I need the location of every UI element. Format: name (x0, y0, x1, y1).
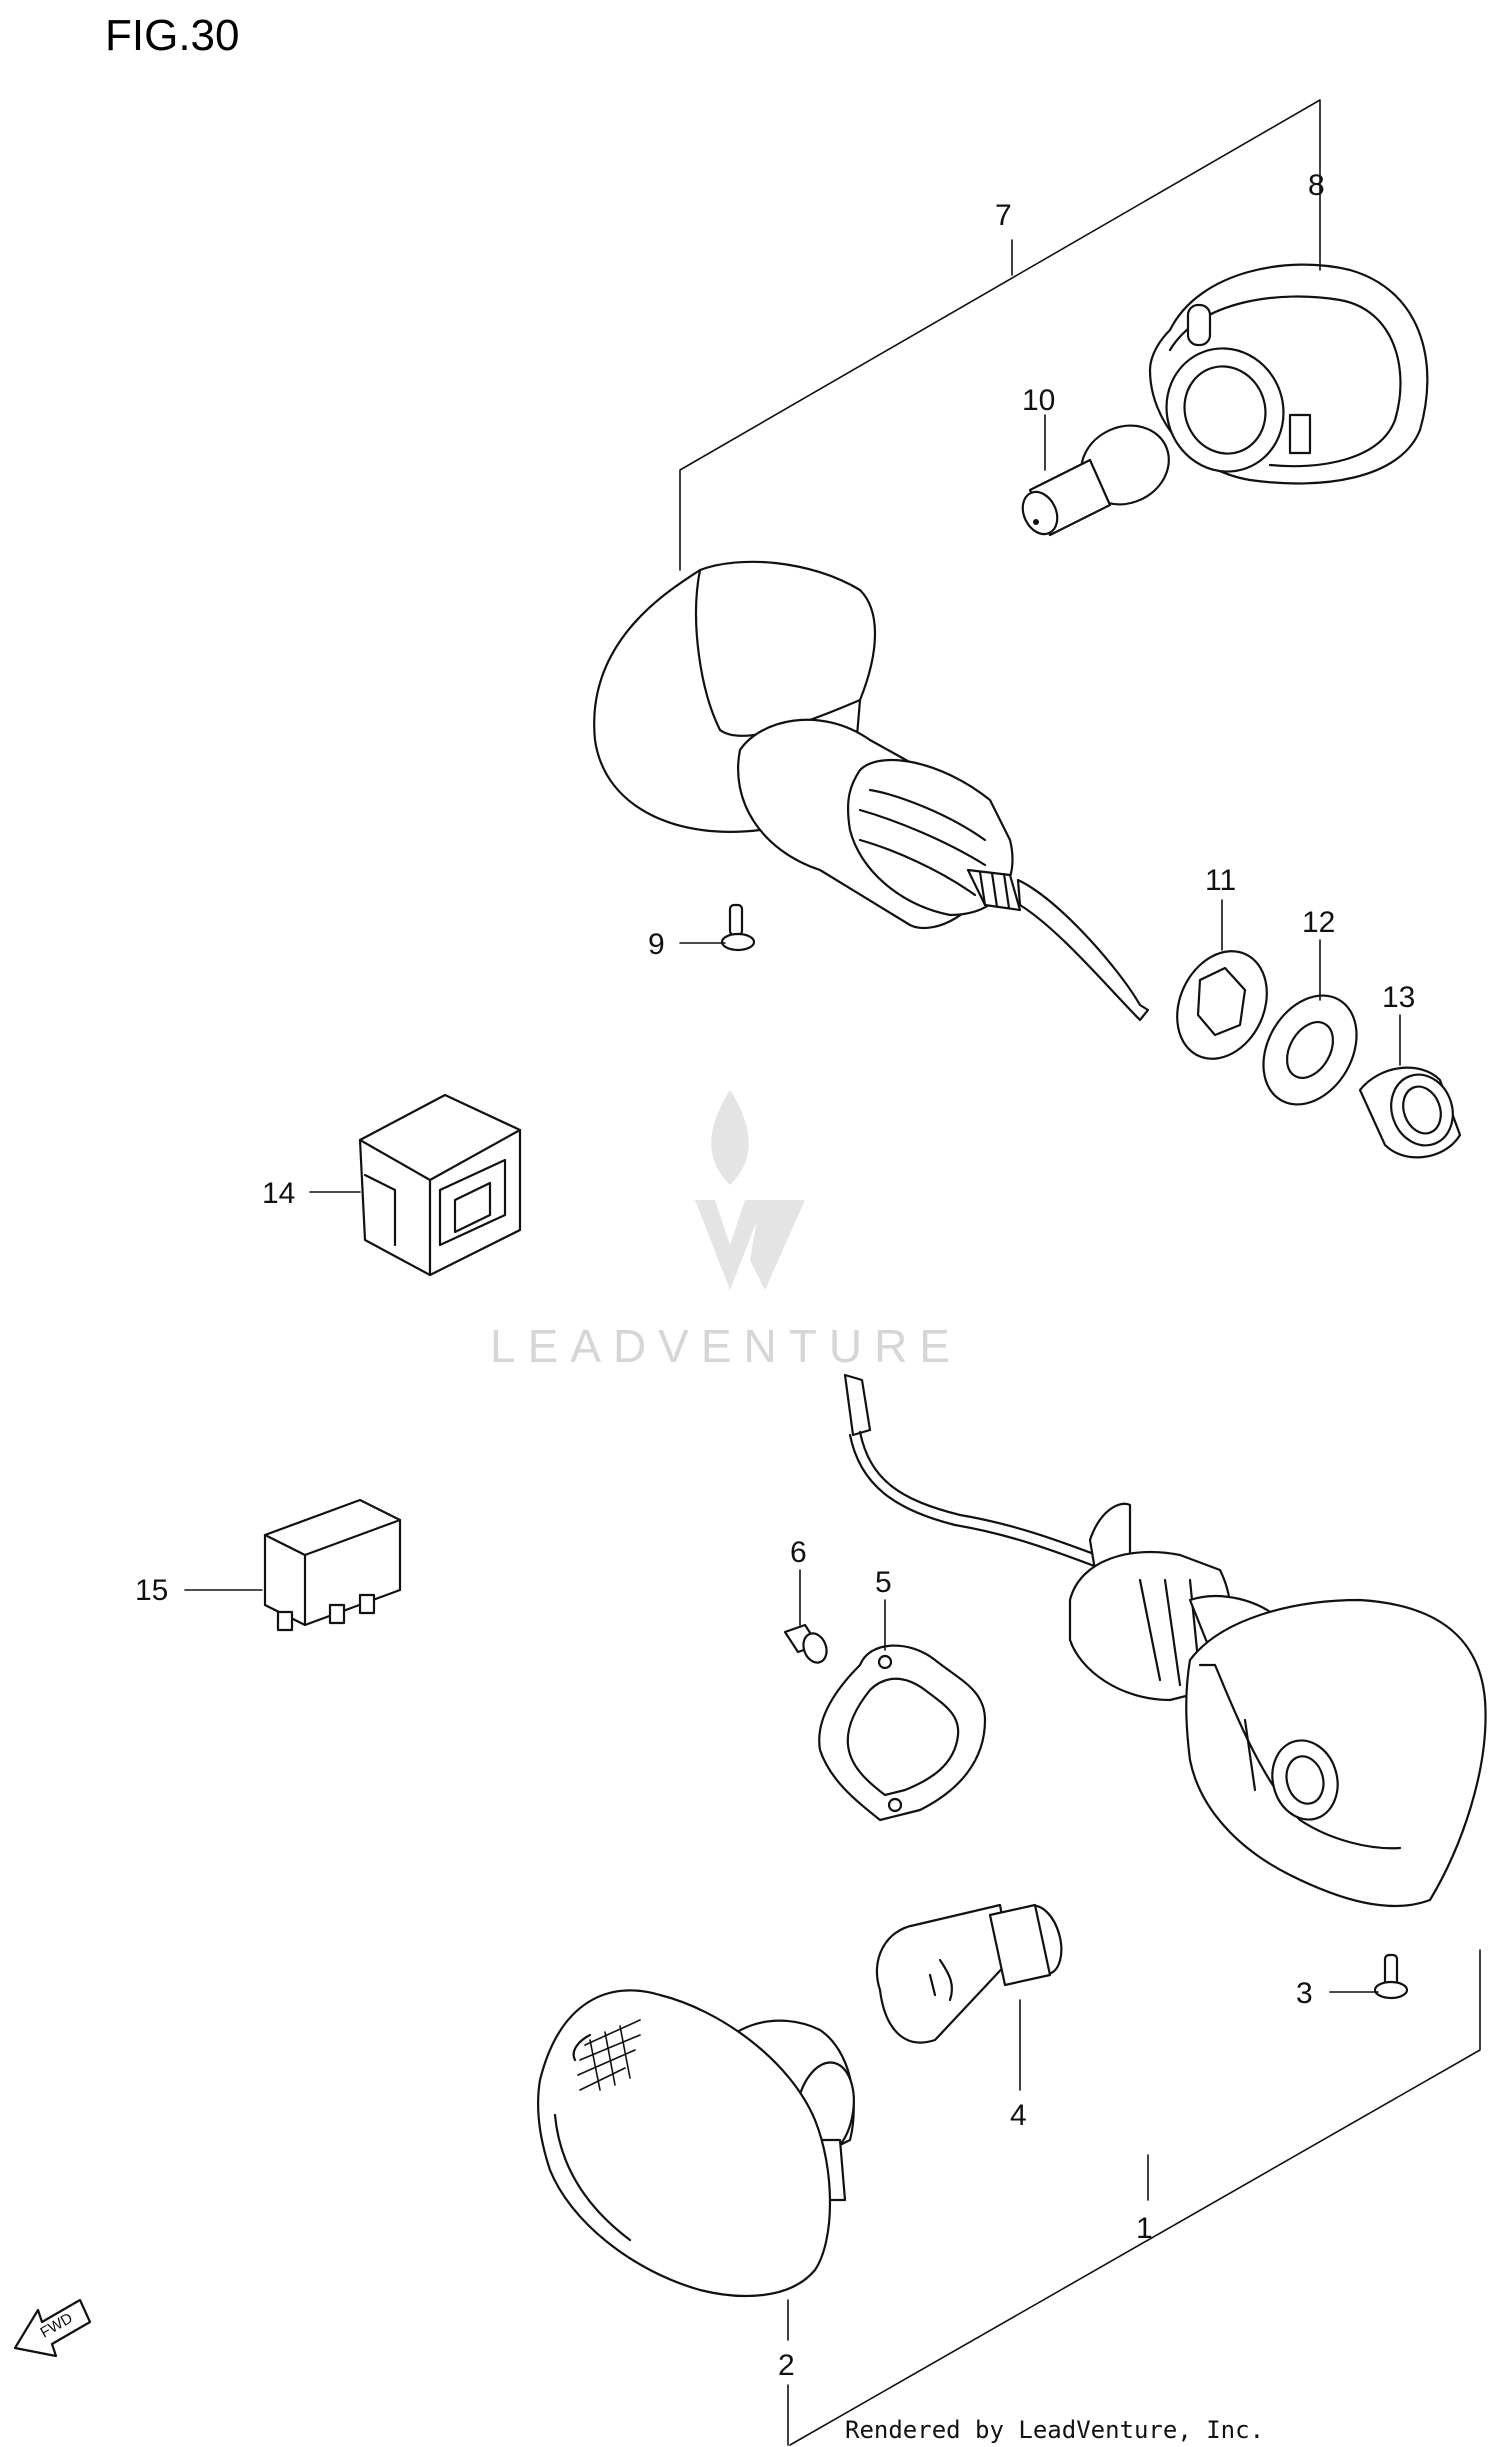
callout-5: 5 (875, 1566, 892, 1599)
callout-8: 8 (1308, 169, 1325, 202)
upper-housing (593, 560, 1150, 1022)
upper-assembly-bracket (679, 99, 1321, 571)
callout-10: 10 (1022, 384, 1055, 417)
watermark-logo (695, 1090, 805, 1290)
part-9-screw (720, 903, 756, 952)
callout-14: 14 (262, 1177, 295, 1210)
callout-13: 13 (1382, 981, 1415, 1014)
part-2-lens (536, 1989, 855, 2298)
lower-assembly-bracket (787, 1949, 1481, 2446)
credit-text: Rendered by LeadVenture, Inc. (845, 2416, 1264, 2444)
part-15-relay (263, 1498, 402, 1632)
part-3-screw (1373, 1953, 1409, 2000)
part-8-lens (1148, 263, 1429, 485)
part-4-bulb (875, 1903, 1063, 2044)
lower-housing (843, 1373, 1487, 1908)
callout-7: 7 (995, 199, 1012, 232)
figure-title: FIG.30 (105, 11, 240, 60)
watermark-text: LEADVENTURE (490, 1320, 962, 1372)
callout-1: 1 (1136, 2212, 1153, 2245)
part-6-screw (783, 1623, 828, 1664)
callout-15: 15 (135, 1574, 168, 1607)
callout-2: 2 (778, 2349, 795, 2382)
part-10-bulb (1021, 424, 1170, 537)
part-11-nut (1176, 950, 1268, 1060)
part-14-connector (358, 1093, 522, 1277)
part-12-washer (1262, 994, 1358, 1106)
callout-4: 4 (1010, 2099, 1027, 2132)
callout-3: 3 (1296, 1977, 1313, 2010)
part-5-gasket (818, 1644, 987, 1822)
callout-12: 12 (1302, 906, 1335, 939)
callout-9: 9 (648, 928, 665, 961)
fwd-arrow: FWD (13, 2298, 92, 2358)
callout-6: 6 (790, 1536, 807, 1569)
callout-11: 11 (1205, 864, 1236, 897)
part-13-collar (1358, 1066, 1462, 1159)
